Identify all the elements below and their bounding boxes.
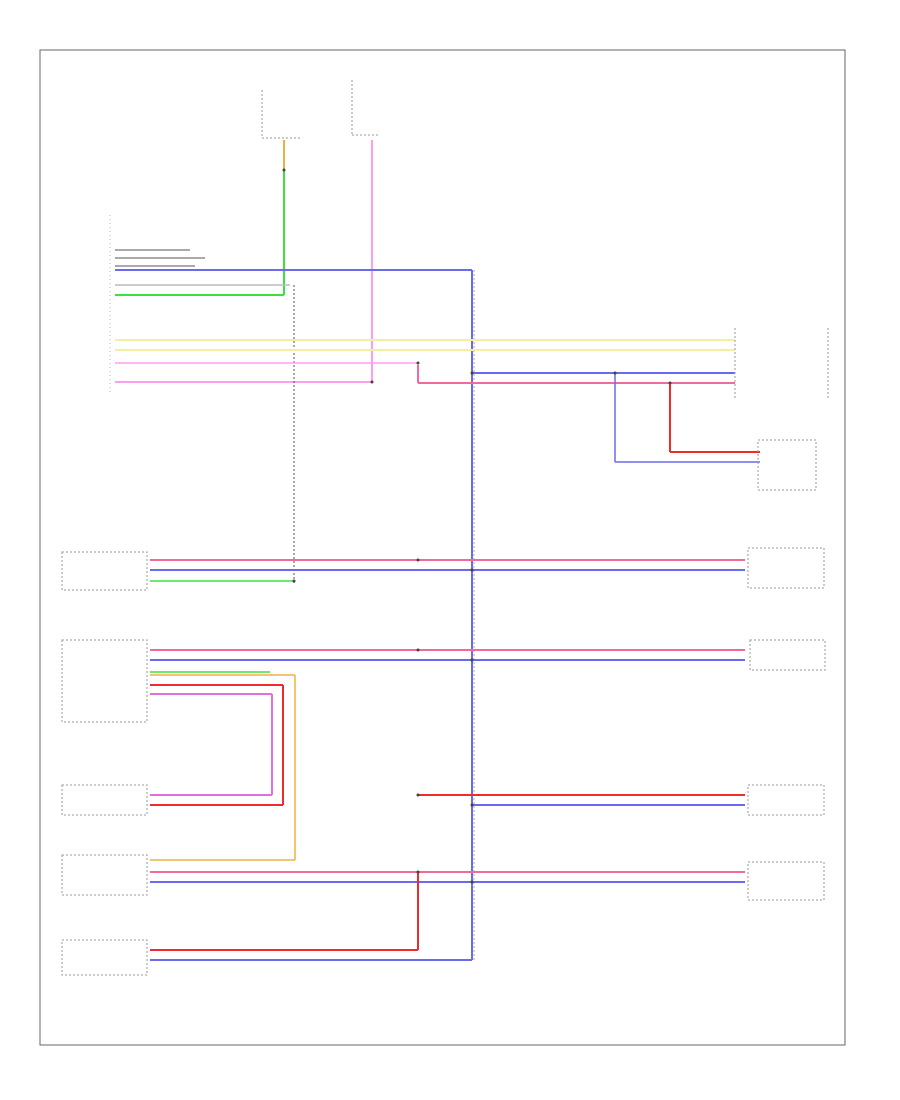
fuse-box-left xyxy=(261,90,300,139)
fuse-box-right xyxy=(351,80,380,136)
wire-pink-vertical xyxy=(115,140,373,383)
splice-points xyxy=(282,168,672,884)
diagram-frame xyxy=(39,49,846,1046)
tcm-box xyxy=(734,328,829,398)
wire-green-vertical xyxy=(115,170,285,296)
wire-red-row5 xyxy=(150,872,419,951)
intelligent-key-box xyxy=(749,639,826,671)
wire-branch-right-upper xyxy=(614,373,760,463)
wire-can-h-trunk xyxy=(417,365,735,384)
left-module-5 xyxy=(61,939,148,976)
left-module-4 xyxy=(61,854,148,896)
combination-meter-box xyxy=(747,547,825,589)
left-module-3 xyxy=(61,784,148,816)
wire-red-row2 xyxy=(150,684,284,805)
bcm-box xyxy=(747,861,825,901)
wire-yellow-pair xyxy=(115,339,735,351)
wire-magenta-row2 xyxy=(150,693,273,795)
steering-angle-sensor-box xyxy=(747,784,825,816)
left-module-2 xyxy=(61,639,148,723)
wire-orange-row2 xyxy=(150,674,296,861)
control-unit-right-upper xyxy=(757,439,817,491)
left-module-1 xyxy=(61,551,148,591)
resistor-pair xyxy=(115,249,205,267)
